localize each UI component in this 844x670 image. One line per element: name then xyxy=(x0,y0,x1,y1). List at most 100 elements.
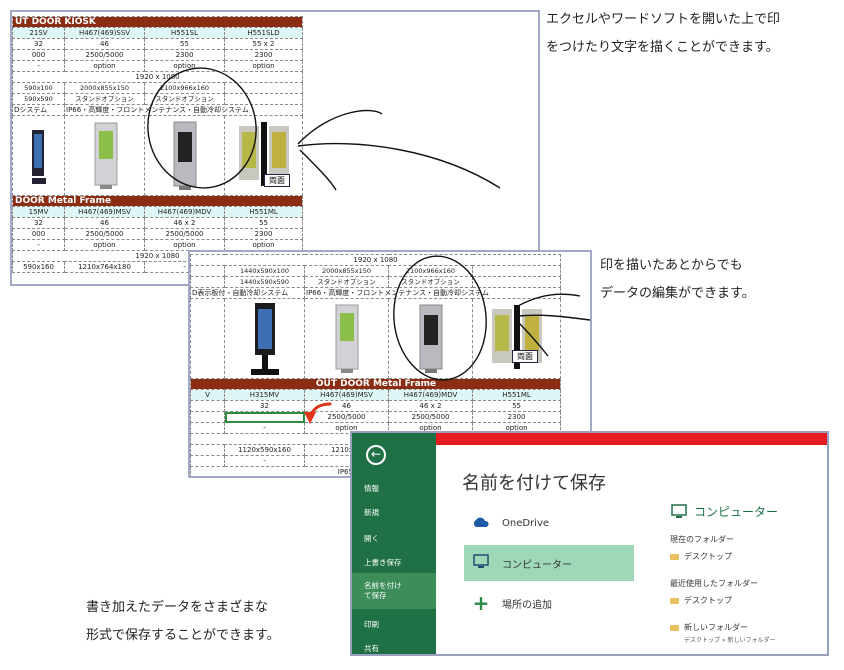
cell[interactable]: - xyxy=(224,422,305,434)
recent-folder-item[interactable]: 新しいフォルダー xyxy=(670,622,827,633)
cell[interactable] xyxy=(190,276,225,288)
header-cell[interactable]: V xyxy=(190,389,225,401)
cell[interactable]: IP66・高輝度・フロントメンテナンス・自動冷却システム xyxy=(63,104,304,116)
cell[interactable]: 2500/5000 xyxy=(64,228,145,240)
menu-save-as[interactable]: 名前を付けて保存 xyxy=(352,573,436,609)
recent-folder-item[interactable]: デスクトップ xyxy=(670,595,827,606)
cell[interactable]: 55 xyxy=(223,217,304,229)
cell[interactable]: 46 x 2 xyxy=(388,400,473,412)
folder-name: デスクトップ xyxy=(684,596,732,605)
header-cell[interactable]: H315MV xyxy=(224,389,305,401)
cell[interactable]: 2100x966x160 xyxy=(144,82,225,94)
cell[interactable]: スタンドオプション xyxy=(144,93,225,105)
cell[interactable] xyxy=(471,265,562,277)
cell[interactable]: 1120x590x160 xyxy=(224,444,305,456)
cell[interactable]: 2500/5000 xyxy=(304,411,389,423)
cell[interactable] xyxy=(190,444,225,456)
cell[interactable]: D表示板付・自動冷却システム xyxy=(190,287,305,299)
resolution-cell[interactable]: 1920 x 1080 xyxy=(12,71,304,83)
menu-share[interactable]: 共有 xyxy=(364,644,379,653)
header-cell[interactable]: H467(469)MDV xyxy=(388,389,473,401)
cell[interactable]: 2000x855x150 xyxy=(304,265,389,277)
header-cell[interactable]: H467(469)MDV xyxy=(144,206,225,218)
option-onedrive[interactable]: OneDrive xyxy=(464,505,634,541)
cell[interactable]: 2500/5000 xyxy=(64,49,145,61)
header-cell[interactable]: H551ML xyxy=(223,206,304,218)
cell[interactable]: スタンドオプション xyxy=(388,276,473,288)
panel-heading: コンピューター xyxy=(670,503,827,520)
cell[interactable]: option xyxy=(144,60,225,72)
cell[interactable] xyxy=(190,411,225,423)
caption-line: 書き加えたデータをさまざまな xyxy=(86,600,269,615)
cell[interactable]: 55 xyxy=(471,400,562,412)
cell[interactable]: 000 xyxy=(12,49,65,61)
cell[interactable]: 46 x 2 xyxy=(144,217,225,229)
cell[interactable]: 590x160 xyxy=(12,261,65,273)
cell[interactable]: Dシステム xyxy=(12,104,65,116)
menu-info[interactable]: 情報 xyxy=(364,484,379,493)
cell[interactable] xyxy=(190,422,225,434)
option-computer[interactable]: コンピューター xyxy=(464,545,634,581)
header-cell[interactable]: H551ML xyxy=(471,389,562,401)
cell[interactable]: 46 xyxy=(64,38,145,50)
header-cell[interactable]: H551SL xyxy=(144,27,225,39)
cell[interactable]: 55 x 2 xyxy=(223,38,304,50)
cell[interactable] xyxy=(471,276,562,288)
cell[interactable] xyxy=(190,265,225,277)
cell[interactable]: - xyxy=(12,239,65,251)
current-folder-item[interactable]: デスクトップ xyxy=(670,551,827,562)
resolution-cell[interactable]: 1920 x 1080 xyxy=(190,254,562,266)
menu-new[interactable]: 新規 xyxy=(364,508,379,517)
cell[interactable]: 2000x855x150 xyxy=(64,82,145,94)
cell[interactable]: 590x590 xyxy=(12,93,65,105)
cell[interactable] xyxy=(190,455,225,467)
cell[interactable]: 55 xyxy=(144,38,225,50)
cell[interactable]: option xyxy=(223,239,304,251)
cell[interactable]: 32 xyxy=(12,217,65,229)
back-arrow-icon[interactable]: ← xyxy=(366,445,386,465)
cell[interactable]: 2300 xyxy=(144,49,225,61)
cell[interactable]: IP66・高輝度・フロントメンテナンス・自動冷却システム xyxy=(303,287,562,299)
cell[interactable]: option xyxy=(64,239,145,251)
current-folder-label: 現在のフォルダー xyxy=(670,535,734,544)
cell[interactable]: 1440x590x100 xyxy=(224,265,305,277)
cell[interactable]: 2500/5000 xyxy=(388,411,473,423)
panel-heading-label: コンピューター xyxy=(694,505,779,519)
cell[interactable] xyxy=(223,82,304,94)
option-add-place[interactable]: + 場所の追加 xyxy=(464,585,634,621)
cell[interactable]: 2300 xyxy=(223,49,304,61)
header-cell[interactable]: 15MV xyxy=(12,206,65,218)
cell[interactable]: - xyxy=(224,455,305,467)
cell[interactable]: 2300 xyxy=(223,228,304,240)
header-cell[interactable]: H467(469)MSV xyxy=(64,206,145,218)
cell[interactable]: 46 xyxy=(304,400,389,412)
header-cell[interactable]: H467(469)SSV xyxy=(64,27,145,39)
cell[interactable]: option xyxy=(64,60,145,72)
header-cell[interactable]: H551SLD xyxy=(223,27,304,39)
cell[interactable]: 000 xyxy=(12,228,65,240)
cell[interactable]: 32 xyxy=(224,400,305,412)
cell[interactable]: スタンドオプション xyxy=(64,93,145,105)
cell[interactable]: 2300 xyxy=(471,411,562,423)
header-cell[interactable]: 21SV xyxy=(12,27,65,39)
cell[interactable] xyxy=(190,400,225,412)
cell[interactable]: 2500/5000 xyxy=(144,228,225,240)
cell[interactable]: 1440x590x590 xyxy=(224,276,305,288)
caption-line: をつけたり文字を描くことができます。 xyxy=(546,40,779,55)
cell[interactable]: 1210x764x180 xyxy=(64,261,145,273)
menu-save[interactable]: 上書き保存 xyxy=(364,558,402,567)
cell[interactable]: スタンドオプション xyxy=(304,276,389,288)
menu-print[interactable]: 印刷 xyxy=(364,620,379,629)
cell[interactable]: option xyxy=(223,60,304,72)
folder-icon xyxy=(670,624,679,631)
cell[interactable]: 46 xyxy=(64,217,145,229)
menu-open[interactable]: 開く xyxy=(364,534,379,543)
cell[interactable]: 590x100 xyxy=(12,82,65,94)
selected-cell[interactable] xyxy=(224,411,305,423)
cell[interactable]: option xyxy=(144,239,225,251)
header-cell[interactable]: H467(469)MSV xyxy=(304,389,389,401)
cell[interactable]: 2100x966x160 xyxy=(388,265,473,277)
cell[interactable] xyxy=(223,93,304,105)
cell[interactable]: - xyxy=(12,60,65,72)
cell[interactable]: 32 xyxy=(12,38,65,50)
